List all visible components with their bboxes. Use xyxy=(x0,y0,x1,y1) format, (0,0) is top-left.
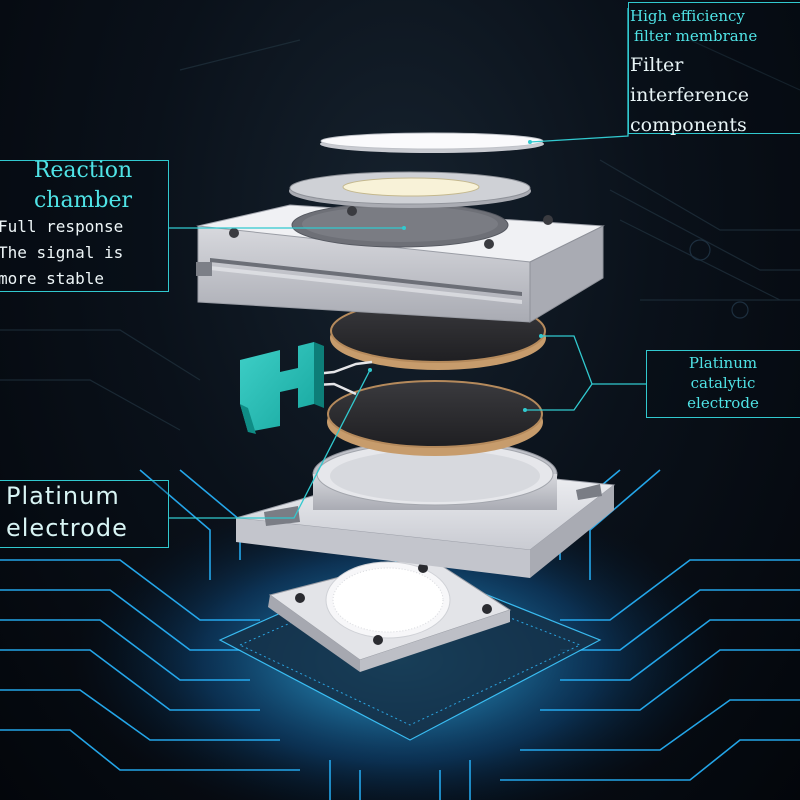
reaction-chamber-block xyxy=(196,202,605,323)
reaction-chamber-body-line: Full response xyxy=(0,217,124,236)
filter-membrane-body-line: Filter xyxy=(630,54,684,76)
reaction-chamber-body-line: The signal is xyxy=(0,243,124,262)
filter-membrane-disc xyxy=(320,132,544,153)
catalytic-electrode-callout-box xyxy=(646,350,800,418)
filter-ring xyxy=(289,171,531,208)
platinum-electrode-title-line: electrode xyxy=(6,514,128,542)
reaction-chamber-title: Reaction chamber xyxy=(8,156,158,216)
filter-membrane-callout-box xyxy=(628,2,800,134)
filter-membrane-title-line: filter membrane xyxy=(634,27,758,45)
filter-membrane-title-line: High efficiency xyxy=(630,7,745,25)
platinum-electrode-title: Platinum electrode xyxy=(6,480,128,544)
base-plate xyxy=(268,554,512,672)
catalytic-electrode-title-line: catalytic xyxy=(690,374,756,392)
filter-membrane-body-line: components xyxy=(630,114,747,136)
reaction-chamber-body: Full response The signal is more stable xyxy=(0,214,123,292)
cyan-connector xyxy=(240,342,324,434)
reaction-chamber-callout-box xyxy=(0,160,169,292)
filter-membrane-title: High efficiency filter membrane xyxy=(630,6,757,46)
reaction-chamber-title-line: chamber xyxy=(33,188,133,213)
catalytic-electrode-lower xyxy=(327,380,543,456)
filter-membrane-body-line: interference xyxy=(630,84,750,106)
background-circuit-traces xyxy=(0,39,800,431)
filter-membrane-body: Filter interference components xyxy=(630,50,749,140)
catalytic-electrode-title-line: Platinum xyxy=(688,354,758,372)
platinum-electrode-title-line: Platinum xyxy=(6,482,120,510)
lower-housing xyxy=(235,439,616,578)
reaction-chamber-body-line: more stable xyxy=(0,269,104,288)
catalytic-electrode-title-line: electrode xyxy=(687,394,759,412)
platinum-electrode-callout-box xyxy=(0,480,169,548)
reaction-chamber-title-line: Reaction xyxy=(33,158,133,183)
catalytic-electrode-title: Platinum catalytic electrode xyxy=(648,353,798,413)
